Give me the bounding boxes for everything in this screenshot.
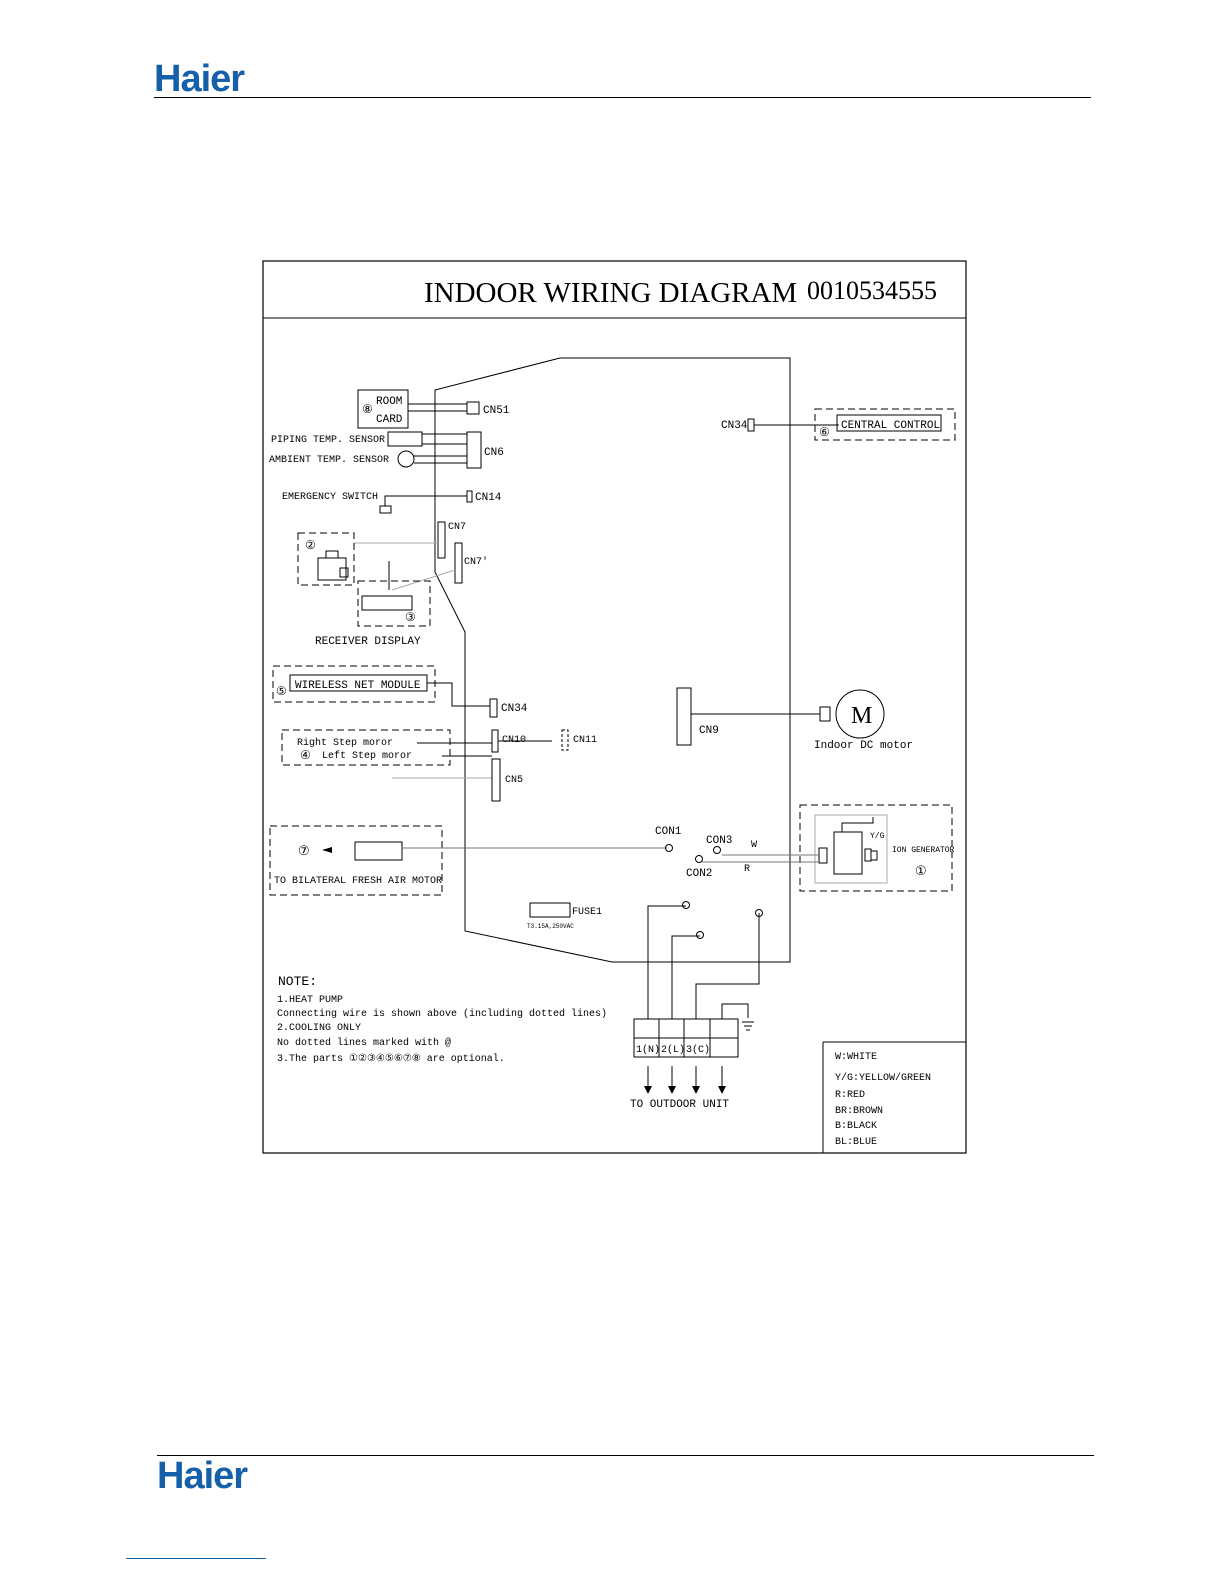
note-line5: 3.The parts ①②③④⑤⑥⑦⑧ are optional. xyxy=(277,1053,505,1065)
label-cn6: CN6 xyxy=(484,447,504,459)
marker-4: ④ xyxy=(300,749,311,763)
receiver-part3-box xyxy=(357,580,431,627)
footer-rule xyxy=(157,1455,1094,1456)
cn7-connector xyxy=(437,521,446,559)
wiring-diagram: INDOOR WIRING DIAGRAM 0010534555 ROOM CA… xyxy=(262,260,967,1154)
label-cn34-left: CN34 xyxy=(501,703,528,715)
label-card: CARD xyxy=(376,414,403,426)
label-dc-motor: Indoor DC motor xyxy=(814,740,913,752)
emergency-switch xyxy=(379,505,392,514)
header-rule xyxy=(154,97,1091,98)
note-heading: NOTE: xyxy=(278,974,317,989)
legend-item: R:RED xyxy=(835,1090,865,1101)
label-cn7b: CN7' xyxy=(464,556,488,568)
label-ambient: AMBIENT TEMP. SENSOR xyxy=(269,455,389,466)
footer-logo: Haier xyxy=(157,1455,248,1497)
legend-item: BL:BLUE xyxy=(835,1137,877,1148)
label-cn5: CN5 xyxy=(505,775,523,786)
con2-point xyxy=(695,855,703,863)
marker-7: ⑦ xyxy=(298,844,310,859)
marker-2: ② xyxy=(305,539,316,553)
label-ion: ION GENERATOR xyxy=(892,846,955,855)
label-motor-m: M xyxy=(851,703,872,729)
wireless-module-box xyxy=(272,665,436,703)
label-fuse-spec: T3.15A,250VAC xyxy=(527,923,574,930)
diagram-frame xyxy=(262,260,967,1154)
label-term3: 3(C) xyxy=(686,1044,710,1056)
label-cn9: CN9 xyxy=(699,725,719,737)
header-logo: Haier xyxy=(154,58,245,100)
cn7b-connector xyxy=(454,542,463,584)
note-line1: 1.HEAT PUMP xyxy=(277,995,343,1006)
label-yg: Y/G xyxy=(870,832,885,841)
cn34-right-connector xyxy=(747,418,755,432)
cn5-connector xyxy=(491,758,501,802)
legend-item: W:WHITE xyxy=(835,1052,877,1063)
label-central: CENTRAL CONTROL xyxy=(841,420,940,432)
legend-item: Y/G:YELLOW/GREEN xyxy=(835,1072,931,1084)
marker-1: ① xyxy=(915,864,927,879)
label-term1: 1(N) xyxy=(636,1044,660,1056)
pcb-outline xyxy=(434,357,791,963)
cn11-connector xyxy=(561,729,569,751)
marker-5: ⑤ xyxy=(276,685,287,699)
label-w: W xyxy=(751,840,757,851)
label-fresh-air: TO BILATERAL FRESH AIR MOTOR xyxy=(274,876,442,887)
cn14-connector xyxy=(466,490,473,503)
label-emergency: EMERGENCY SWITCH xyxy=(282,492,378,503)
cn34-left-connector xyxy=(489,698,498,718)
footer-link-underline xyxy=(126,1558,266,1559)
cn51-connector xyxy=(466,401,480,415)
room-card-box xyxy=(357,389,409,429)
ion-generator-box xyxy=(799,804,953,892)
label-r: R xyxy=(744,864,750,875)
ambient-sensor xyxy=(397,450,415,468)
label-con3: CON3 xyxy=(706,835,732,847)
note-line4: No dotted lines marked with @ xyxy=(277,1037,451,1049)
label-outdoor: TO OUTDOOR UNIT xyxy=(630,1099,729,1111)
label-cn10: CN10 xyxy=(502,735,526,746)
label-cn34-right: CN34 xyxy=(721,420,748,432)
receiver-part2-box xyxy=(297,532,355,586)
label-fuse: FUSE1 xyxy=(572,907,602,918)
label-room: ROOM xyxy=(376,396,402,408)
label-right-step: Right Step moror xyxy=(297,737,393,749)
label-cn7: CN7 xyxy=(448,522,466,533)
label-con2: CON2 xyxy=(686,868,712,880)
cn10-connector xyxy=(491,729,499,753)
marker-6: ⑥ xyxy=(819,426,830,440)
central-control-box xyxy=(814,408,956,441)
cn6-connector xyxy=(466,431,482,469)
label-cn51: CN51 xyxy=(483,405,510,417)
fuse1 xyxy=(529,902,571,918)
label-left-step: Left Step moror xyxy=(322,750,412,762)
legend-item: B:BLACK xyxy=(835,1121,877,1132)
label-cn11: CN11 xyxy=(573,735,597,746)
label-term2: 2(L) xyxy=(661,1044,685,1056)
marker-8: ⑧ xyxy=(362,403,373,417)
label-cn14: CN14 xyxy=(475,492,502,504)
con3-point xyxy=(713,846,721,854)
label-piping: PIPING TEMP. SENSOR xyxy=(271,435,385,446)
piping-sensor xyxy=(387,431,423,447)
con1-point xyxy=(665,844,673,852)
marker-3: ③ xyxy=(405,611,416,625)
label-con1: CON1 xyxy=(655,826,682,838)
step-motor-box xyxy=(281,729,451,766)
indoor-dc-motor xyxy=(835,689,885,739)
note-line3: 2.COOLING ONLY xyxy=(277,1023,361,1034)
diagram-code: 0010534555 xyxy=(807,276,937,305)
legend-item: BR:BROWN xyxy=(835,1106,883,1117)
cn9-connector xyxy=(676,687,692,746)
diagram-title: INDOOR WIRING DIAGRAM xyxy=(424,277,797,309)
note-line2: Connecting wire is shown above (includin… xyxy=(277,1008,607,1020)
label-wireless: WIRELESS NET MODULE xyxy=(295,680,421,692)
label-receiver: RECEIVER DISPLAY xyxy=(315,636,421,648)
